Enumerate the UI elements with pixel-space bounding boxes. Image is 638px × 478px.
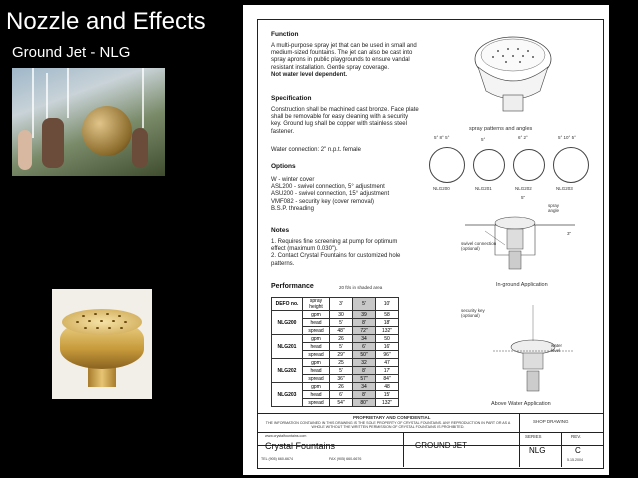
pattern-nlg201 xyxy=(473,149,505,181)
pattern-nlg200 xyxy=(429,147,465,183)
spec-heading: Specification xyxy=(271,95,312,102)
angle-label: 6° 2° xyxy=(518,135,528,140)
performance-note: 20 ft/s in shaded area xyxy=(339,285,383,290)
in-ground-label: In-ground Application xyxy=(496,282,548,288)
angle-label: 5° xyxy=(481,137,486,142)
rev-label: REV. xyxy=(571,434,582,439)
above-water-drawing xyxy=(493,305,573,392)
swivel-label: swivel connection (optional) xyxy=(461,241,497,251)
rev-value: C xyxy=(575,446,581,455)
performance-heading: Performance xyxy=(271,283,314,290)
model-label: NLG201 xyxy=(475,186,492,191)
proprietary-text: THE INFORMATION CONTAINED IN THIS DRAWIN… xyxy=(265,421,511,429)
model-label: NLG200 xyxy=(433,186,450,191)
above-water-label: Above Water Application xyxy=(491,401,551,407)
patterns-label: spray patterns and angles xyxy=(469,126,533,132)
brass-nozzle-photo xyxy=(52,289,152,399)
notes-list: 1. Requires fine screening at pump for o… xyxy=(271,239,401,267)
function-heading: Function xyxy=(271,31,299,38)
slide-title: Nozzle and Effects xyxy=(6,8,206,35)
slide-subtitle: Ground Jet - NLG xyxy=(12,44,131,61)
company-name: Crystal Fountains xyxy=(265,441,336,451)
company-web: www.crystalfountains.com xyxy=(265,434,307,438)
model-label: NLG203 xyxy=(556,186,573,191)
notes-heading: Notes xyxy=(271,227,290,234)
model-label: NLG202 xyxy=(515,186,532,191)
spray-angle-label: spray angle xyxy=(548,203,560,213)
options-heading: Options xyxy=(271,163,296,170)
fountain-photo xyxy=(12,68,165,176)
spec-sheet: Function A multi-purpose spray jet that … xyxy=(243,5,609,475)
telephone: TEL (905) 660-6674 xyxy=(261,457,294,461)
in-ground-drawing xyxy=(465,216,575,270)
dim-label: 3" xyxy=(567,231,572,236)
water-level-label: water level xyxy=(551,343,563,353)
water-connection: Water connection: 2" n.p.t. female xyxy=(271,147,361,153)
pattern-nlg202 xyxy=(513,149,545,181)
date: 5.15.2004 xyxy=(567,458,583,462)
nozzle-drawing xyxy=(474,36,552,112)
shop-drawing-label: SHOP DRAWING xyxy=(533,419,569,424)
product-name: GROUND JET xyxy=(415,441,467,450)
security-key-label: security key (optional) xyxy=(461,308,485,318)
function-text: A multi-purpose spray jet that can be us… xyxy=(271,43,417,78)
series-value: NLG xyxy=(529,446,546,455)
angle-label: 5° 8° 5° xyxy=(434,135,450,140)
spec-text: Construction shall be machined cast bron… xyxy=(271,107,419,135)
pattern-nlg203 xyxy=(553,147,589,183)
angle-label: 5° 10° 5° xyxy=(558,135,576,140)
series-label: SERIES xyxy=(525,434,542,439)
proprietary-heading: PROPRIETARY AND CONFIDENTIAL xyxy=(353,415,431,420)
dim-label: 5" xyxy=(521,195,526,200)
fax: FAX (905) 660-6676 xyxy=(329,457,362,461)
